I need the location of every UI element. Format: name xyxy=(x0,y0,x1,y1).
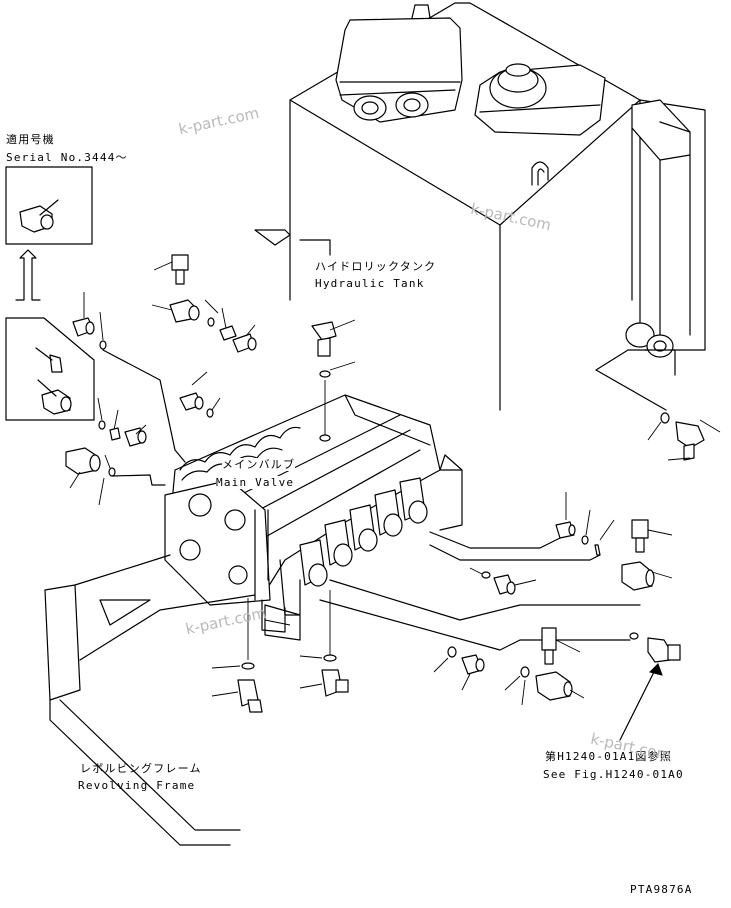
serial-label-jp: 適用号機 xyxy=(6,133,55,146)
frame-label-jp: レボルビングフレーム xyxy=(80,762,202,775)
valve-label-en: Main Valve xyxy=(216,476,295,489)
spool-row xyxy=(299,477,428,587)
revolving-frame xyxy=(44,554,256,846)
drawing-number: PTA9876A xyxy=(630,883,693,896)
tank-label-jp: ハイドロリックタンク xyxy=(315,260,437,273)
hydraulic-tank xyxy=(289,2,706,411)
serial-inset xyxy=(5,166,95,421)
frame-label-en: Revolving Frame xyxy=(78,779,196,792)
main-valve xyxy=(164,394,463,633)
serial-label-en: Serial No.3444～ xyxy=(6,151,128,164)
tank-label-en: Hydraulic Tank xyxy=(315,277,425,290)
fittings xyxy=(65,229,721,741)
valve-label-jp: メインバルブ xyxy=(222,458,296,471)
figure-ref-jp: 第H1240-01A1図参照 xyxy=(545,750,673,763)
figure-ref-en: See Fig.H1240-01A0 xyxy=(543,768,684,781)
